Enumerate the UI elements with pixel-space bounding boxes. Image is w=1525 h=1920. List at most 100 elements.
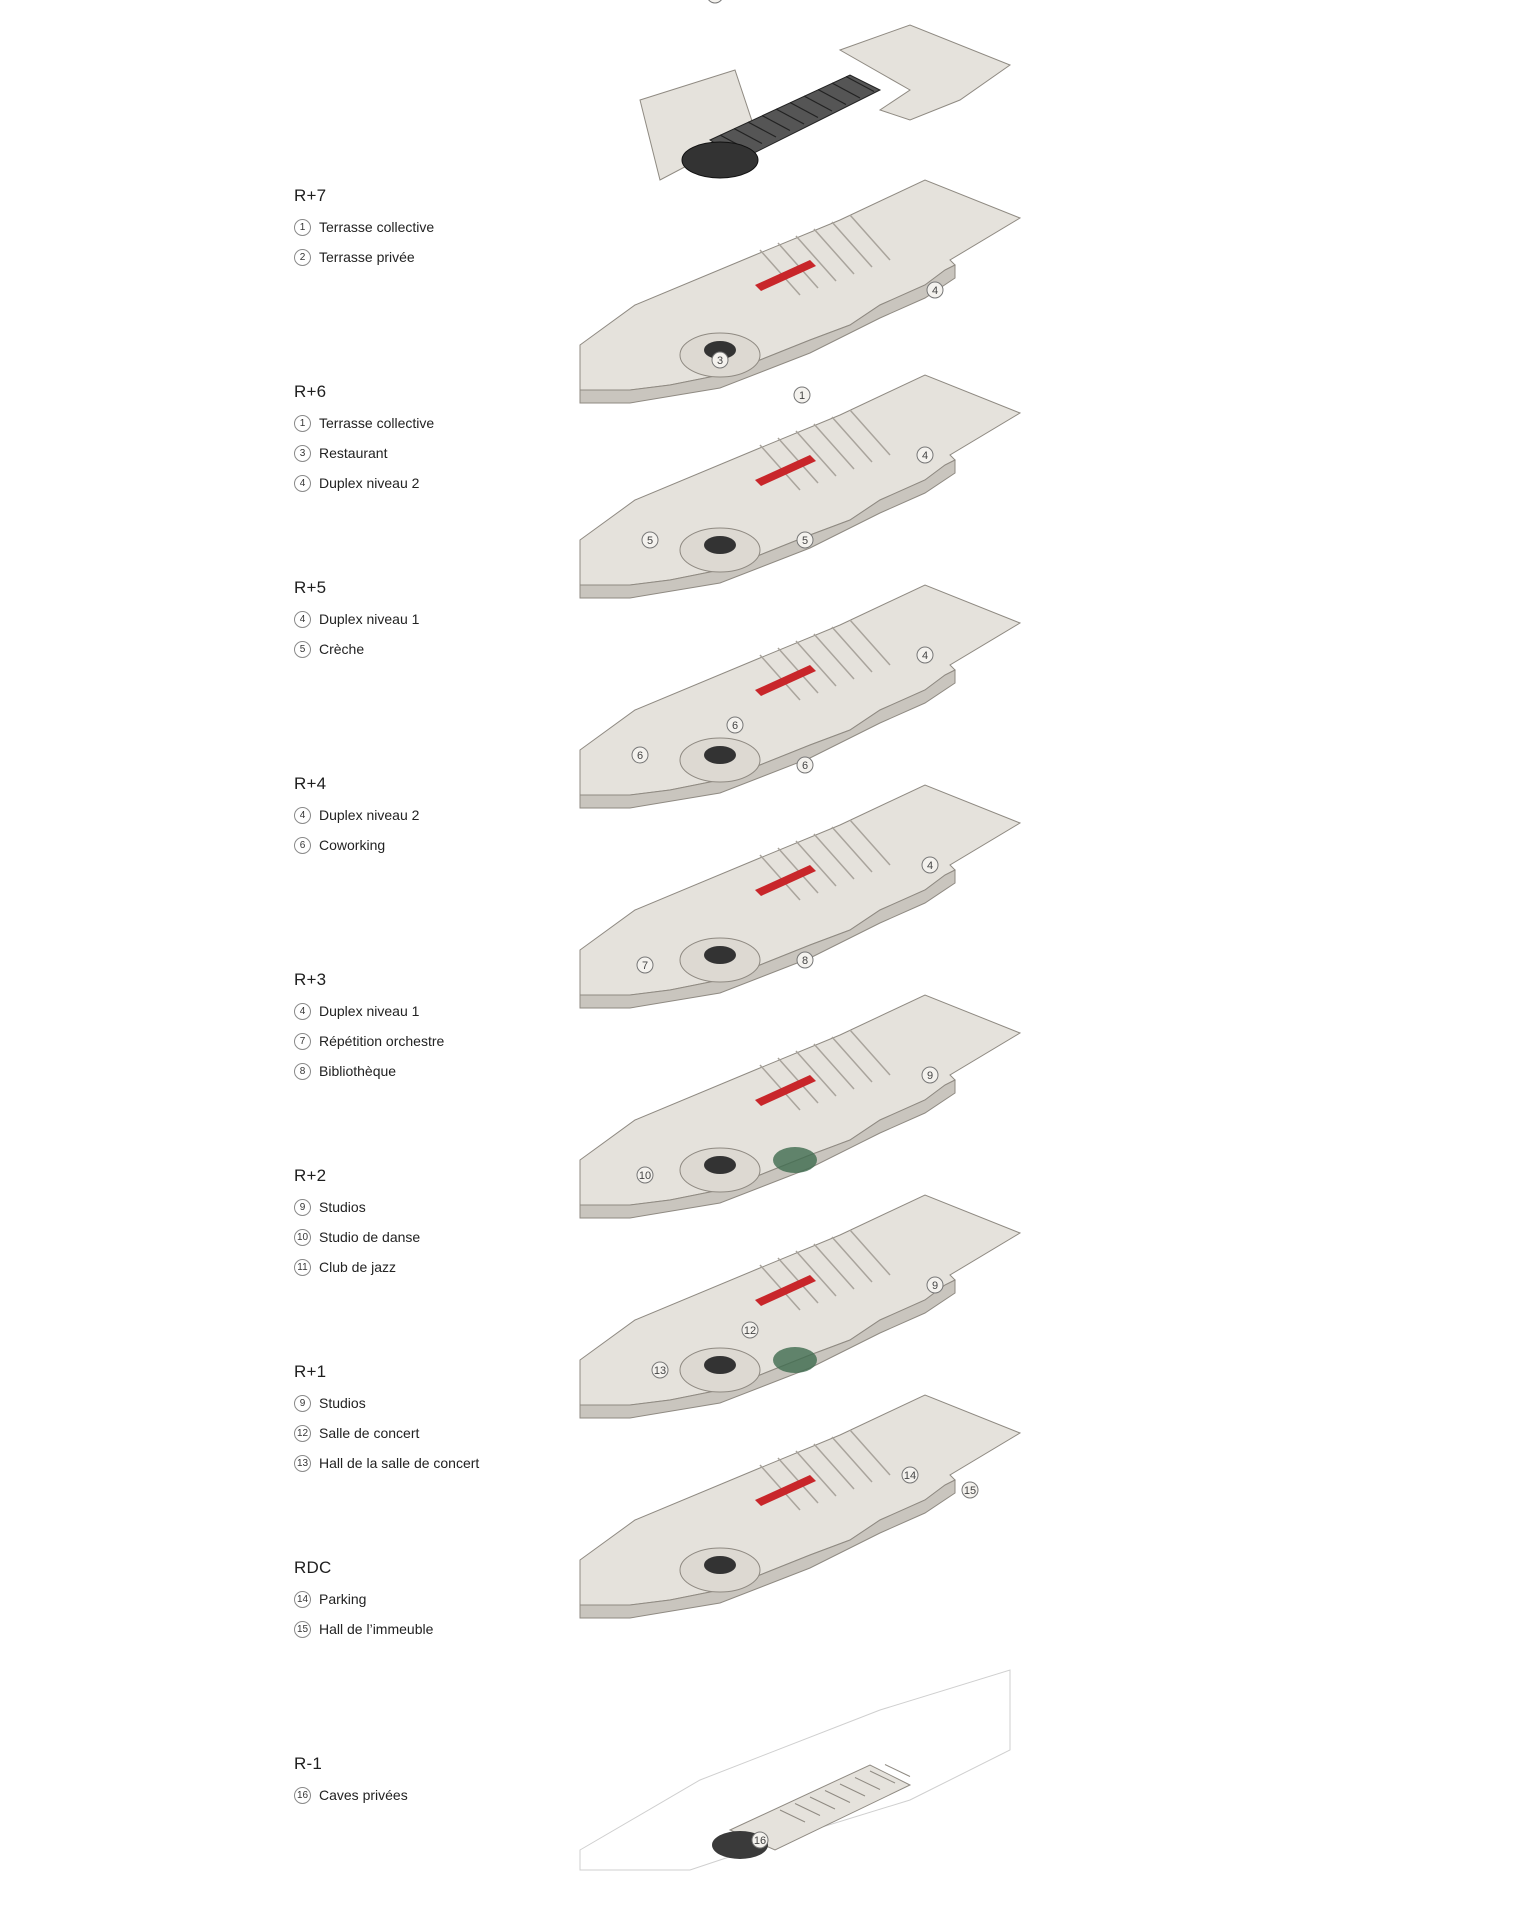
callout-label: 1 — [712, 0, 718, 2]
stair-tower — [681, 141, 759, 179]
floor-slab — [579, 179, 1022, 391]
cellar-partition — [824, 1790, 851, 1803]
level-title: R-1 — [294, 1754, 322, 1773]
partition-wall — [795, 1250, 837, 1297]
accent-corridor — [755, 1475, 816, 1506]
partition-wall — [813, 633, 855, 680]
stair-icon — [704, 536, 736, 554]
level-title: R+6 — [294, 382, 327, 401]
callout-label: 14 — [904, 1470, 916, 1482]
callout-number: 3 — [711, 351, 729, 369]
callout-number: 4 — [921, 856, 939, 874]
callout-label: 5 — [802, 535, 808, 547]
callout-label: 4 — [927, 860, 933, 872]
legend-number: 2 — [294, 248, 311, 266]
callout-number: 15 — [961, 1481, 979, 1499]
legend-label: Club de jazz — [319, 1259, 397, 1275]
legend-number: 7 — [294, 1032, 311, 1050]
callout-label: 5 — [647, 535, 653, 547]
callout-label: 8 — [802, 955, 808, 967]
legend-label: Duplex niveau 1 — [319, 611, 420, 627]
callout-label: 15 — [964, 1485, 976, 1497]
legend-label: Hall de la salle de concert — [319, 1455, 480, 1471]
legend-number: 8 — [294, 1062, 311, 1080]
partition-wall — [831, 826, 873, 873]
legend-number: 9 — [294, 1394, 311, 1412]
facade-wall — [579, 459, 956, 599]
partition-wall — [831, 1436, 873, 1483]
callout-number: 4 — [916, 446, 934, 464]
floor-plan-drawing: 10 9 — [579, 994, 1022, 1219]
callout-label: 9 — [927, 1070, 933, 1082]
stair-icon — [704, 946, 736, 964]
floor-plan-drawing: 5 5 4 — [579, 374, 1022, 599]
callout-label: 10 — [639, 1170, 651, 1182]
level-title: R+2 — [294, 1166, 327, 1185]
callout-number: 6 — [726, 716, 744, 734]
cellar-partition — [779, 1809, 806, 1823]
partition-wall — [831, 1236, 873, 1283]
accent-corridor — [755, 1075, 816, 1106]
legend-label: Parking — [319, 1591, 367, 1607]
partition-wall — [849, 1429, 891, 1476]
partition-wall — [759, 249, 801, 296]
legend-label: Duplex niveau 2 — [319, 807, 420, 823]
legend-label: Studios — [319, 1199, 366, 1215]
partition-wall — [849, 1229, 891, 1276]
callout-number: 9 — [926, 1276, 944, 1294]
roof-frame — [775, 108, 805, 125]
callout-number: 12 — [741, 1321, 759, 1339]
callout-label: 6 — [637, 750, 643, 762]
callout-number: 10 — [636, 1166, 654, 1184]
legend-label: Hall de l’immeuble — [319, 1621, 434, 1637]
callout-label: 16 — [754, 1835, 766, 1847]
level-title: RDC — [294, 1558, 332, 1577]
callout-label: 3 — [717, 355, 723, 367]
legend-label: Restaurant — [319, 445, 388, 461]
floor-slab — [579, 1394, 1022, 1606]
level-title: R+7 — [294, 186, 327, 205]
callout-number: 9 — [921, 1066, 939, 1084]
partition-wall — [759, 854, 801, 901]
partition-wall — [759, 1464, 801, 1511]
legend-label: Répétition orchestre — [319, 1033, 445, 1049]
callout-number: 6 — [631, 746, 649, 764]
legend-label: Terrasse collective — [319, 219, 435, 235]
partition-wall — [849, 214, 891, 261]
stair-icon — [704, 746, 736, 764]
legend-item: 15 Hall de l’immeuble — [294, 1614, 594, 1644]
legend-number: 3 — [294, 444, 311, 462]
legend-item: 1 Terrasse collective — [294, 212, 594, 242]
legend-label: Studio de danse — [319, 1229, 421, 1245]
floor-plan-drawing: 13 12 9 — [579, 1194, 1022, 1419]
legend-number: 1 — [294, 218, 311, 236]
partition-wall — [795, 840, 837, 887]
callout-number: 4 — [926, 281, 944, 299]
legend-number: 16 — [294, 1786, 311, 1804]
legend-number: 12 — [294, 1424, 311, 1442]
legend-item: 3 Restaurant — [294, 438, 594, 468]
legend-number: 14 — [294, 1590, 311, 1608]
accent-corridor — [755, 865, 816, 896]
callout-number: 13 — [651, 1361, 669, 1379]
facade-wall — [579, 669, 956, 809]
legend-number: 10 — [294, 1228, 311, 1246]
callout-number: 14 — [901, 1466, 919, 1484]
partition-wall — [795, 1050, 837, 1097]
roof-frame — [831, 82, 861, 99]
legend-item: 10 Studio de danse — [294, 1222, 594, 1252]
partition-wall — [831, 626, 873, 673]
callout-label: 13 — [654, 1365, 666, 1377]
legend-number: 5 — [294, 640, 311, 658]
legend-number: 15 — [294, 1620, 311, 1638]
partition-wall — [759, 654, 801, 701]
partition-wall — [813, 1043, 855, 1090]
partition-wall — [759, 1264, 801, 1311]
